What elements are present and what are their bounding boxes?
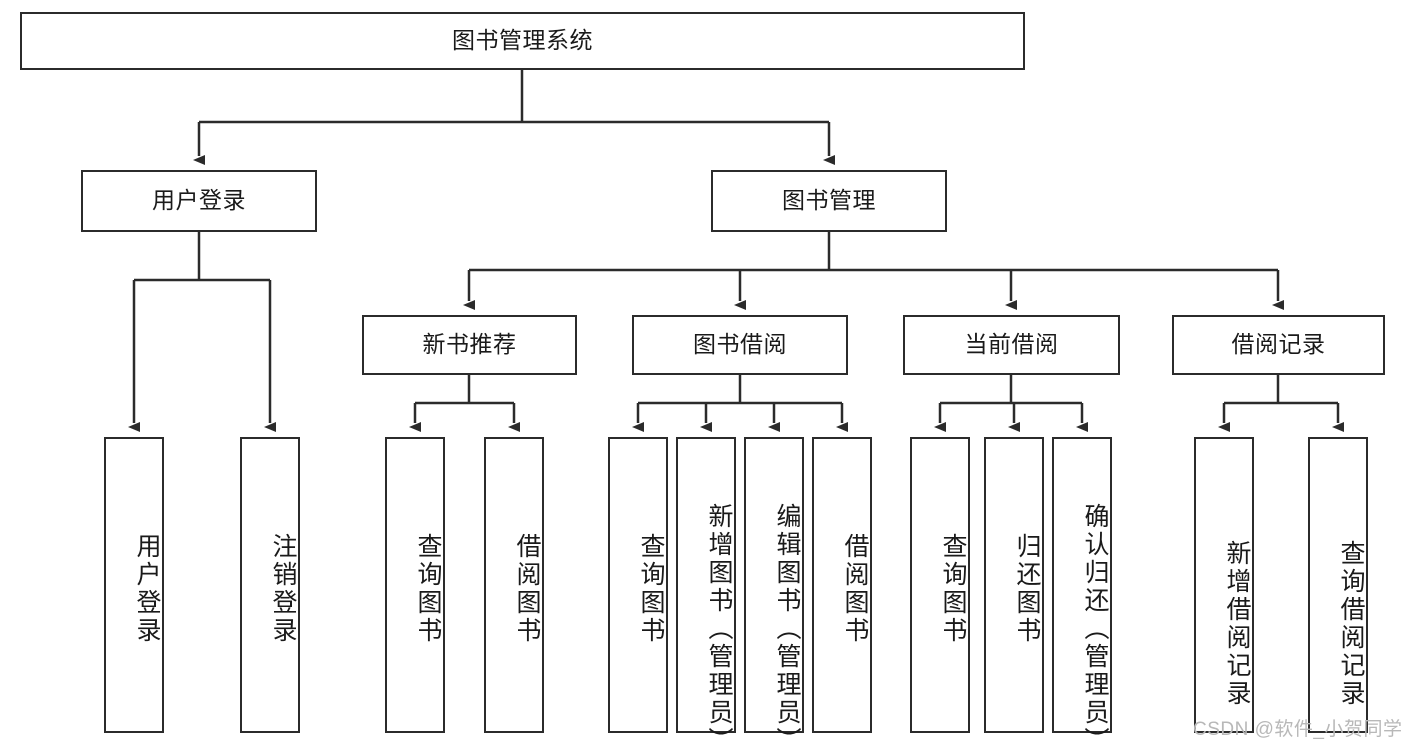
leaf-edit-book-admin-label: 编辑图书（管理员）: [773, 503, 801, 747]
node-borrow-record[interactable]: 借阅记录: [1172, 315, 1385, 375]
node-book-management[interactable]: 图书管理: [711, 170, 947, 232]
leaf-borrow-book-borrow[interactable]: 借阅图书: [812, 437, 872, 733]
leaf-query-book-borrow[interactable]: 查询图书: [608, 437, 668, 733]
node-root-label: 图书管理系统: [452, 27, 593, 54]
node-new-book-recommend-label: 新书推荐: [422, 331, 517, 358]
leaf-return-book[interactable]: 归还图书: [984, 437, 1044, 733]
node-borrow-record-label: 借阅记录: [1231, 331, 1326, 358]
node-current-borrow[interactable]: 当前借阅: [903, 315, 1120, 375]
leaf-borrow-book-newbook[interactable]: 借阅图书: [484, 437, 544, 733]
csdn-watermark: CSDN @软件_小贺同学: [1193, 714, 1402, 741]
leaf-logout-login-label: 注销登录: [269, 533, 297, 645]
leaf-confirm-return-admin[interactable]: 确认归还（管理员）: [1052, 437, 1112, 747]
leaf-query-book-current-label: 查询图书: [939, 533, 967, 645]
leaf-logout-login[interactable]: 注销登录: [240, 437, 300, 733]
leaf-add-borrow-record-label: 新增借阅记录: [1223, 540, 1251, 708]
node-book-borrow[interactable]: 图书借阅: [632, 315, 848, 375]
node-current-borrow-label: 当前借阅: [964, 331, 1059, 358]
node-user-login-label: 用户登录: [152, 187, 246, 214]
leaf-add-book-admin-label: 新增图书（管理员）: [705, 503, 733, 747]
node-root[interactable]: 图书管理系统: [20, 12, 1025, 70]
leaf-add-borrow-record[interactable]: 新增借阅记录: [1194, 437, 1254, 733]
leaf-confirm-return-admin-label: 确认归还（管理员）: [1081, 503, 1109, 747]
leaf-query-book-borrow-label: 查询图书: [637, 533, 665, 645]
leaf-query-borrow-record-label: 查询借阅记录: [1337, 540, 1365, 708]
csdn-watermark-text: CSDN @软件_小贺同学: [1193, 719, 1403, 740]
leaf-borrow-book-newbook-label: 借阅图书: [513, 533, 541, 645]
leaf-edit-book-admin[interactable]: 编辑图书（管理员）: [744, 437, 804, 747]
leaf-query-book-newbook-label: 查询图书: [414, 533, 442, 645]
node-new-book-recommend[interactable]: 新书推荐: [362, 315, 577, 375]
leaf-borrow-book-borrow-label: 借阅图书: [841, 533, 869, 645]
leaf-query-book-current[interactable]: 查询图书: [910, 437, 970, 733]
node-book-management-label: 图书管理: [782, 187, 876, 214]
leaf-user-login-label: 用户登录: [133, 533, 161, 645]
leaf-return-book-label: 归还图书: [1013, 533, 1041, 645]
leaf-add-book-admin[interactable]: 新增图书（管理员）: [676, 437, 736, 747]
node-book-borrow-label: 图书借阅: [693, 331, 787, 358]
leaf-query-book-newbook[interactable]: 查询图书: [385, 437, 445, 733]
leaf-user-login[interactable]: 用户登录: [104, 437, 164, 733]
leaf-query-borrow-record[interactable]: 查询借阅记录: [1308, 437, 1368, 733]
node-user-login[interactable]: 用户登录: [81, 170, 317, 232]
